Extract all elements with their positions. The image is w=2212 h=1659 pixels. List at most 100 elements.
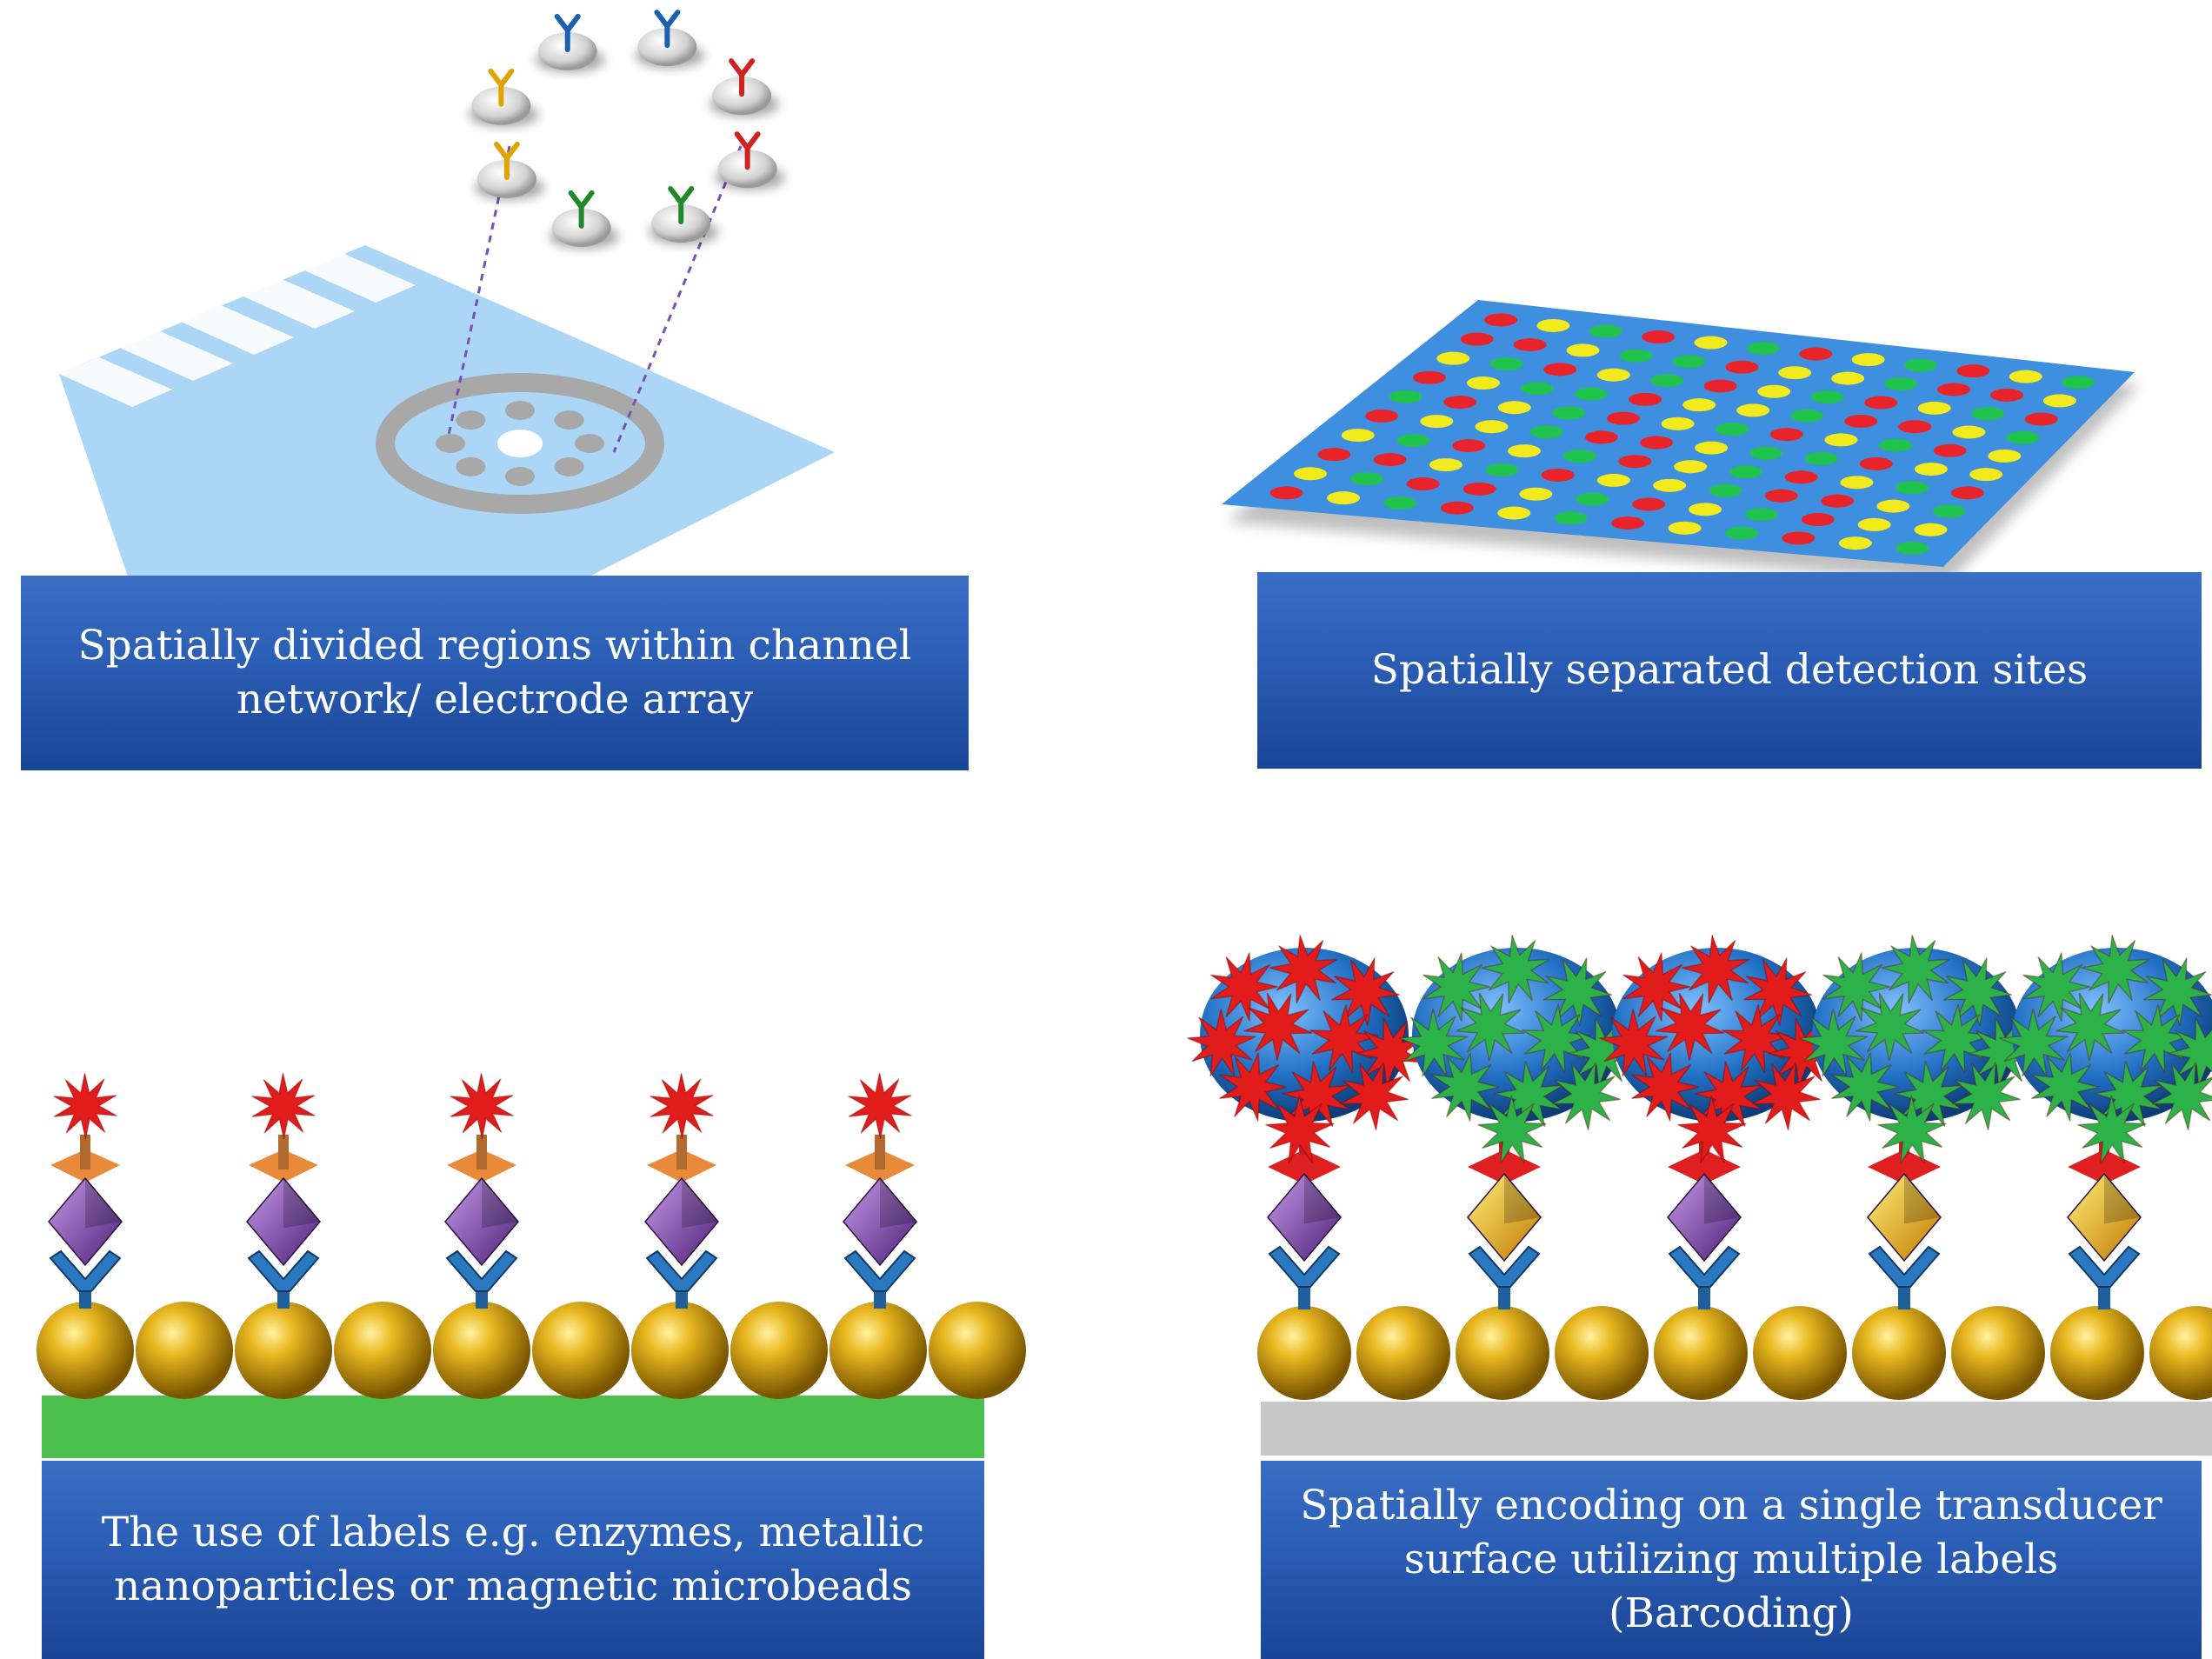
detection-spot <box>1576 492 1609 506</box>
magnetic-microbead <box>1799 935 2037 1164</box>
linker-stem <box>875 1135 885 1169</box>
gold-nanoparticle <box>2050 1306 2144 1400</box>
star-label <box>1309 1003 1379 1073</box>
antibody-icon <box>568 190 595 229</box>
electrode-dot <box>456 410 486 430</box>
linker-stem <box>80 1135 90 1169</box>
enzyme-label <box>2067 1172 2142 1263</box>
detection-spot <box>1618 455 1652 469</box>
electrode-dot <box>505 467 535 486</box>
detection-spot <box>1757 384 1791 398</box>
star-label <box>1477 1095 1547 1164</box>
star-label <box>1209 952 1279 1022</box>
detection-spot <box>1341 429 1375 443</box>
star-label <box>2055 992 2125 1062</box>
detection-spot <box>1589 324 1622 338</box>
contact-stripe <box>120 331 233 381</box>
detection-spots <box>1269 313 2095 555</box>
antibody <box>1468 1245 1541 1309</box>
detection-spot <box>1672 355 1706 369</box>
star-label <box>1881 935 1950 1004</box>
antibody <box>1668 1245 1741 1309</box>
center-electrode <box>497 430 543 457</box>
detection-spot <box>1562 450 1596 463</box>
detection-spot <box>1838 536 1872 550</box>
antibody <box>2068 1245 2141 1309</box>
detection-spot <box>1566 343 1600 357</box>
star-label <box>450 1072 514 1140</box>
electrode-dot <box>554 456 584 476</box>
star-label <box>1187 1008 1256 1077</box>
detection-spot <box>1703 379 1737 393</box>
detection-spot <box>1840 476 1874 490</box>
detection-spot <box>1695 441 1729 455</box>
detection-spot <box>1709 483 1742 497</box>
gold-nanoparticle <box>1456 1306 1549 1400</box>
gold-nanoparticle <box>1257 1306 1351 1400</box>
antibody <box>843 1249 916 1309</box>
detection-spot <box>1596 368 1630 382</box>
magnetic-microbead <box>1599 935 1837 1164</box>
detection-spot <box>1406 477 1440 491</box>
linker-stem <box>676 1135 687 1169</box>
antibody <box>247 1249 320 1309</box>
microarray-illustration <box>1222 300 2140 583</box>
detection-spot <box>1436 351 1470 365</box>
detection-spot <box>2009 370 2042 383</box>
star-label <box>53 1072 117 1140</box>
detection-spot <box>1584 430 1618 444</box>
detection-spot <box>1749 446 1783 460</box>
detection-spot <box>1725 360 1759 374</box>
enzyme-label <box>843 1176 917 1267</box>
chip-surface <box>59 245 835 584</box>
star-label <box>1218 1052 1288 1122</box>
detection-spot <box>1952 425 1986 439</box>
star-label <box>1399 1008 1469 1077</box>
star-label <box>2022 952 2091 1022</box>
electrode-dot <box>436 434 465 453</box>
detection-spot <box>1879 438 1913 452</box>
detection-spot <box>1619 349 1653 363</box>
star-label <box>1822 952 1891 1022</box>
star-label <box>1894 1061 1963 1130</box>
detection-spot <box>1689 503 1722 516</box>
antibody-icon <box>493 141 520 180</box>
star-label <box>1542 957 1613 1027</box>
gold-nanoparticle <box>532 1302 630 1399</box>
antibody-bead <box>469 68 539 127</box>
detection-spot <box>1412 370 1446 384</box>
detection-spot <box>1989 388 2023 402</box>
antibody-icon <box>554 13 581 52</box>
star-label <box>1339 1062 1409 1131</box>
detection-spot <box>1790 409 1824 423</box>
gold-nanoparticle <box>37 1302 134 1399</box>
linker-stem <box>278 1135 289 1169</box>
detection-spot <box>1864 396 1898 410</box>
star-label <box>2030 1052 2100 1122</box>
magnetic-microbead <box>1999 935 2212 1164</box>
star-label <box>650 1072 714 1140</box>
green-substrate <box>42 1396 984 1458</box>
detection-spot <box>1475 420 1509 434</box>
star-label <box>1599 1008 1669 1077</box>
detection-spot <box>1736 403 1770 417</box>
star-label <box>2077 1095 2147 1164</box>
detection-spot <box>1898 420 1932 434</box>
detection-spot <box>1485 463 1519 477</box>
detection-spot <box>1269 486 1303 500</box>
antibody-bead-ring <box>469 10 785 249</box>
enzyme-label <box>444 1176 519 1267</box>
gold-nanoparticle <box>1951 1306 2045 1400</box>
star-label <box>1243 992 1313 1062</box>
detection-spot <box>1969 468 2003 482</box>
detection-spot <box>1674 460 1708 474</box>
star-label <box>1456 992 1525 1062</box>
star-label <box>2168 1017 2212 1087</box>
contact-stripe <box>242 279 355 329</box>
detection-spot <box>1596 473 1630 487</box>
electrode-outer-ring <box>376 373 664 514</box>
detection-spot <box>1769 428 1803 442</box>
detection-spot <box>1497 506 1531 520</box>
antibody-bead <box>474 141 544 200</box>
caption-detection-sites: Spatially separated detection sites <box>1257 572 2202 769</box>
